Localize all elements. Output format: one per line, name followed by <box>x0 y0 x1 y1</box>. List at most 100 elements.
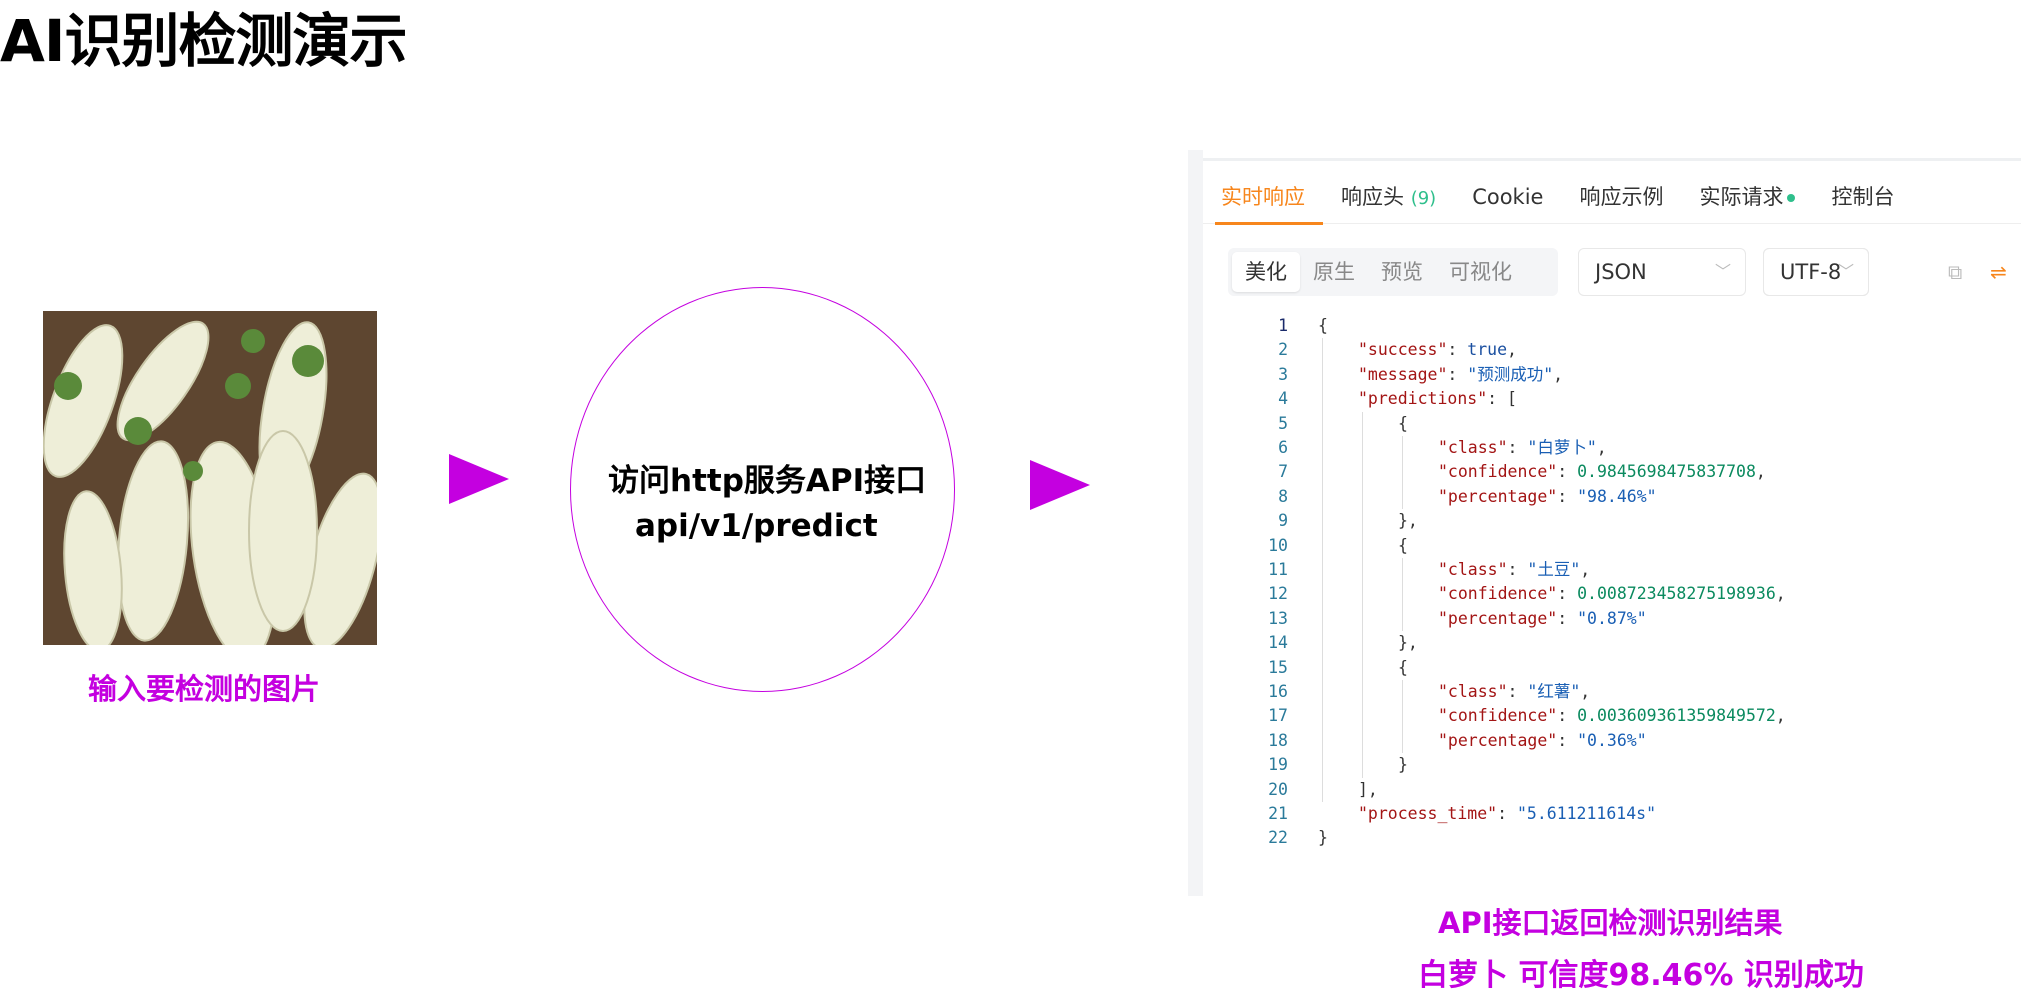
json-punctuation: { <box>1318 316 1328 335</box>
json-value: "0.36%" <box>1577 730 1647 750</box>
line-number: 10 <box>1268 535 1288 555</box>
key-class: "class" <box>1438 560 1508 579</box>
line-number: 1 <box>1278 316 1288 335</box>
encoding-select-box[interactable]: UTF-8﹀ <box>1763 248 1869 296</box>
key-success: "success" <box>1358 340 1448 360</box>
json-punctuation: { <box>1398 657 1408 677</box>
json-punctuation: : <box>1557 730 1578 750</box>
line-number: 14 <box>1268 633 1288 653</box>
view-mode-preview[interactable]: 预览 <box>1381 260 1423 284</box>
key-predictions: "predictions" <box>1358 389 1488 409</box>
format-select[interactable]: JSON ﹀ <box>1578 248 1746 296</box>
key-class: "class" <box>1438 682 1508 701</box>
input-caption: 输入要检测的图片 <box>88 672 321 706</box>
line-number: 13 <box>1268 608 1288 628</box>
json-punctuation: , <box>1596 438 1607 457</box>
tab-console[interactable]: 控制台 <box>1813 180 1912 224</box>
json-value: "红薯" <box>1527 682 1581 701</box>
result-caption: API接口返回检测识别结果 <box>1438 906 1783 940</box>
line-number: 3 <box>1278 364 1288 384</box>
code-line: ], <box>1358 778 1378 802</box>
line-number: 8 <box>1278 486 1288 506</box>
input-image-radishes <box>43 311 377 645</box>
view-mode-beautify[interactable]: 美化 <box>1232 252 1300 292</box>
key-percentage: "percentage" <box>1438 608 1558 628</box>
code-line: "message": "预测成功", <box>1358 363 1563 387</box>
line-number: 11 <box>1268 560 1288 579</box>
json-value: 0.9845698475837708 <box>1577 462 1756 482</box>
tab-label: 实时响应 <box>1221 185 1305 209</box>
header-count-badge: (9) <box>1410 188 1437 209</box>
json-punctuation: ], <box>1358 779 1378 799</box>
code-line: "class": "红薯", <box>1438 680 1590 704</box>
code-line: { <box>1318 314 1328 338</box>
copy-icon[interactable]: ⧉ <box>1948 260 1963 284</box>
key-class: "class" <box>1438 438 1508 457</box>
line-number: 22 <box>1268 828 1288 848</box>
json-value: "5.611211614s" <box>1516 804 1657 823</box>
code-line: "confidence": 0.008723458275198936, <box>1438 582 1786 606</box>
line-number: 15 <box>1268 657 1288 677</box>
line-number: 21 <box>1268 804 1288 823</box>
view-mode-visualize[interactable]: 可视化 <box>1449 260 1512 284</box>
json-punctuation: { <box>1398 413 1408 433</box>
key-percentage: "percentage" <box>1438 730 1558 750</box>
indent-guide <box>1402 680 1403 754</box>
indent-guide <box>1362 411 1363 778</box>
tab-label: 实际请求 <box>1699 185 1784 209</box>
json-punctuation: }, <box>1398 511 1418 531</box>
json-punctuation: }, <box>1398 633 1418 653</box>
tab-response-headers[interactable]: 响应头 (9) <box>1323 180 1454 224</box>
arrow-right-icon <box>1030 460 1090 510</box>
json-punctuation: : <box>1557 608 1578 628</box>
code-line: }, <box>1398 509 1418 533</box>
result-summary: 白萝卜 可信度98.46% 识别成功 <box>1418 958 1864 993</box>
response-tabs: 实时响应 响应头 (9) Cookie 响应示例 实际请求 控制台 <box>1203 180 2021 225</box>
json-punctuation: , <box>1553 364 1564 384</box>
tab-realtime-response[interactable]: 实时响应 <box>1203 180 1323 225</box>
code-line: "percentage": "0.36%" <box>1438 729 1647 753</box>
json-value: "0.87%" <box>1577 608 1647 628</box>
line-number: 17 <box>1268 706 1288 726</box>
code-line: } <box>1398 753 1408 777</box>
key-percentage: "percentage" <box>1438 486 1558 506</box>
line-number: 20 <box>1268 779 1288 799</box>
json-punctuation: : <box>1507 682 1528 701</box>
line-number: 6 <box>1278 438 1288 457</box>
json-punctuation: : <box>1447 340 1468 360</box>
code-line: "percentage": "98.46%" <box>1438 485 1657 509</box>
json-value: "白萝卜" <box>1527 438 1597 457</box>
tab-cookie[interactable]: Cookie <box>1454 180 1561 224</box>
panel-divider <box>1188 150 1203 896</box>
json-value: 0.003609361359849572 <box>1577 706 1776 726</box>
json-punctuation: } <box>1398 755 1408 775</box>
indent-guide <box>1402 436 1403 510</box>
json-punctuation: : [ <box>1487 389 1517 409</box>
view-mode-raw[interactable]: 原生 <box>1313 260 1355 284</box>
json-punctuation: { <box>1398 535 1408 555</box>
code-line: "predictions": [ <box>1358 387 1517 411</box>
key-message: "message" <box>1358 364 1448 384</box>
code-line: "class": "土豆", <box>1438 558 1590 582</box>
code-line: { <box>1398 412 1408 436</box>
json-punctuation: : <box>1557 462 1578 482</box>
code-line: { <box>1398 534 1408 558</box>
code-line: }, <box>1398 631 1418 655</box>
tab-actual-request[interactable]: 实际请求 <box>1681 180 1813 224</box>
format-value: JSON <box>1595 260 1647 284</box>
json-punctuation: } <box>1318 828 1328 848</box>
line-number: 16 <box>1268 682 1288 701</box>
chevron-down-icon: ﹀ <box>1714 262 1731 281</box>
json-value: 0.008723458275198936 <box>1577 584 1776 604</box>
json-value: "98.46%" <box>1577 486 1657 506</box>
code-line: { <box>1398 656 1408 680</box>
line-number: 19 <box>1268 755 1288 775</box>
tab-response-example[interactable]: 响应示例 <box>1561 180 1681 224</box>
line-number: 2 <box>1278 340 1288 360</box>
json-punctuation: : <box>1557 486 1578 506</box>
json-punctuation: , <box>1775 584 1786 604</box>
json-value: "预测成功" <box>1467 364 1554 384</box>
panel-top-border <box>1203 158 2021 161</box>
status-dot-icon <box>1787 194 1796 202</box>
wrap-lines-icon[interactable]: ⇌ <box>1990 260 2007 284</box>
